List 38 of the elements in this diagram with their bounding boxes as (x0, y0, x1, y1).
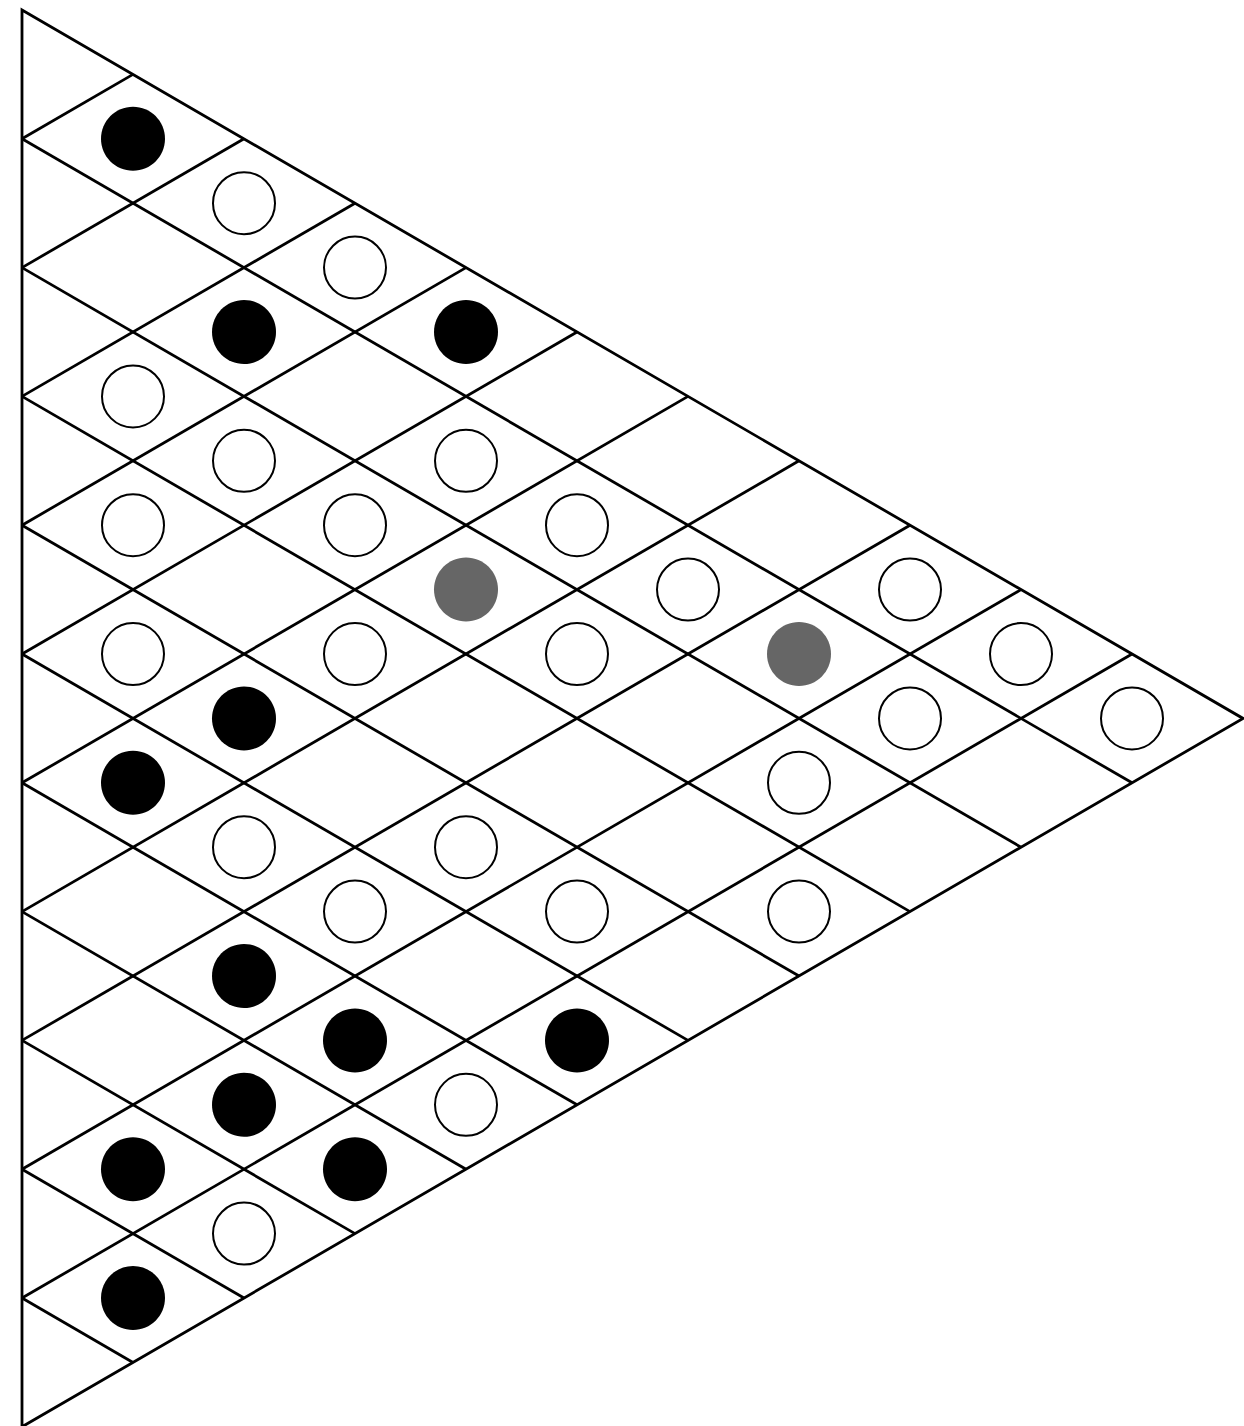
hollow-circle (545, 879, 609, 944)
hollow-circle (878, 686, 942, 751)
hollow-circle (434, 428, 498, 493)
filled-dot (434, 557, 498, 622)
hollow-circle (434, 815, 498, 880)
filled-dot (101, 1137, 165, 1202)
hollow-circle (101, 364, 165, 429)
filled-dot (212, 300, 276, 364)
hollow-circle (323, 235, 387, 300)
filled-dot (101, 750, 165, 815)
hollow-circle (989, 622, 1053, 686)
hollow-circle (212, 1201, 276, 1266)
filled-dot (545, 1008, 609, 1073)
hollow-circle (767, 750, 831, 815)
filled-dot (434, 300, 498, 364)
hollow-circle (101, 493, 165, 558)
hollow-circle (878, 557, 942, 622)
filled-dot (212, 944, 276, 1008)
hollow-circle (323, 493, 387, 558)
filled-dot (323, 1008, 387, 1073)
hollow-circle (212, 815, 276, 880)
filled-dot (212, 686, 276, 751)
filled-dot (101, 1266, 165, 1330)
hollow-circle (545, 493, 609, 558)
hollow-circle (1100, 686, 1164, 751)
hollow-circle (323, 622, 387, 686)
filled-dot (323, 1137, 387, 1202)
hollow-circle (767, 879, 831, 944)
hollow-circle (434, 1072, 498, 1137)
hollow-circle (101, 622, 165, 686)
hollow-circle (212, 171, 276, 236)
hollow-circle (545, 622, 609, 686)
hollow-circle (656, 557, 720, 622)
hollow-circle (212, 428, 276, 493)
filled-dot (101, 106, 165, 171)
hollow-circle (323, 879, 387, 944)
filled-dot (212, 1072, 276, 1137)
filled-dot (767, 622, 831, 686)
